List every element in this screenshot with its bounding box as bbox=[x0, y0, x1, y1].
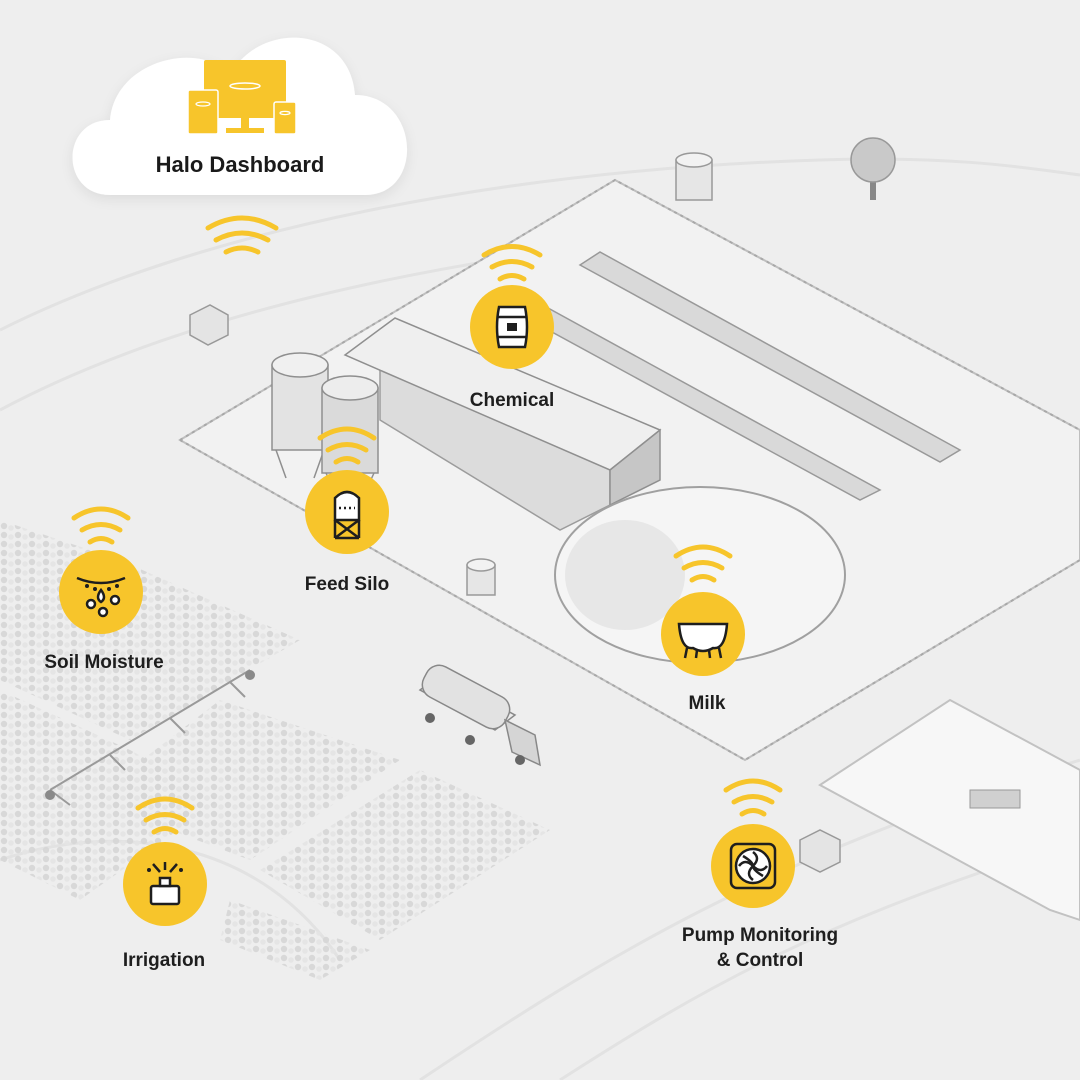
chemical-barrel-icon bbox=[495, 305, 529, 349]
devices-icon bbox=[187, 60, 297, 135]
milk-label: Milk bbox=[688, 693, 726, 714]
pump-label-line2: & Control bbox=[716, 950, 804, 971]
signal-pump bbox=[723, 778, 783, 817]
pump-sensor-badge[interactable] bbox=[711, 824, 795, 908]
barn bbox=[343, 317, 662, 531]
feed-silo-sensor-badge[interactable] bbox=[305, 470, 389, 554]
signal-feed-silo bbox=[317, 426, 377, 465]
wireless-signals bbox=[71, 215, 783, 835]
pivot-irrigator bbox=[45, 669, 255, 806]
sprinkler-icon bbox=[147, 862, 183, 906]
chemical-sensor-badge[interactable] bbox=[470, 285, 554, 369]
dashboard-title: Halo Dashboard bbox=[155, 152, 325, 177]
pump-label-line1: Pump Monitoring bbox=[681, 925, 839, 946]
silo-icon bbox=[333, 490, 361, 540]
feed-silo-label: Feed Silo bbox=[304, 574, 390, 595]
signal-dashboard bbox=[205, 215, 279, 255]
signal-milk bbox=[673, 544, 733, 583]
irrigation-label: Irrigation bbox=[122, 950, 206, 971]
irrigation-sensor-badge[interactable] bbox=[123, 842, 207, 926]
milk-tanker-truck bbox=[418, 664, 541, 767]
signal-chemical bbox=[481, 244, 543, 282]
small-structures bbox=[189, 152, 841, 873]
water-reservoir bbox=[818, 698, 1080, 922]
soil-moisture-icon bbox=[76, 576, 126, 618]
pump-fan-icon bbox=[729, 842, 777, 890]
soil-moisture-label: Soil Moisture bbox=[44, 652, 164, 673]
milk-sensor-badge[interactable] bbox=[661, 592, 745, 676]
signal-irrigation bbox=[135, 796, 195, 835]
udder-icon bbox=[677, 622, 729, 659]
tree bbox=[850, 137, 896, 200]
chemical-label: Chemical bbox=[469, 390, 555, 411]
soil-moisture-sensor-badge[interactable] bbox=[59, 550, 143, 634]
signal-soil-moisture bbox=[71, 506, 131, 545]
